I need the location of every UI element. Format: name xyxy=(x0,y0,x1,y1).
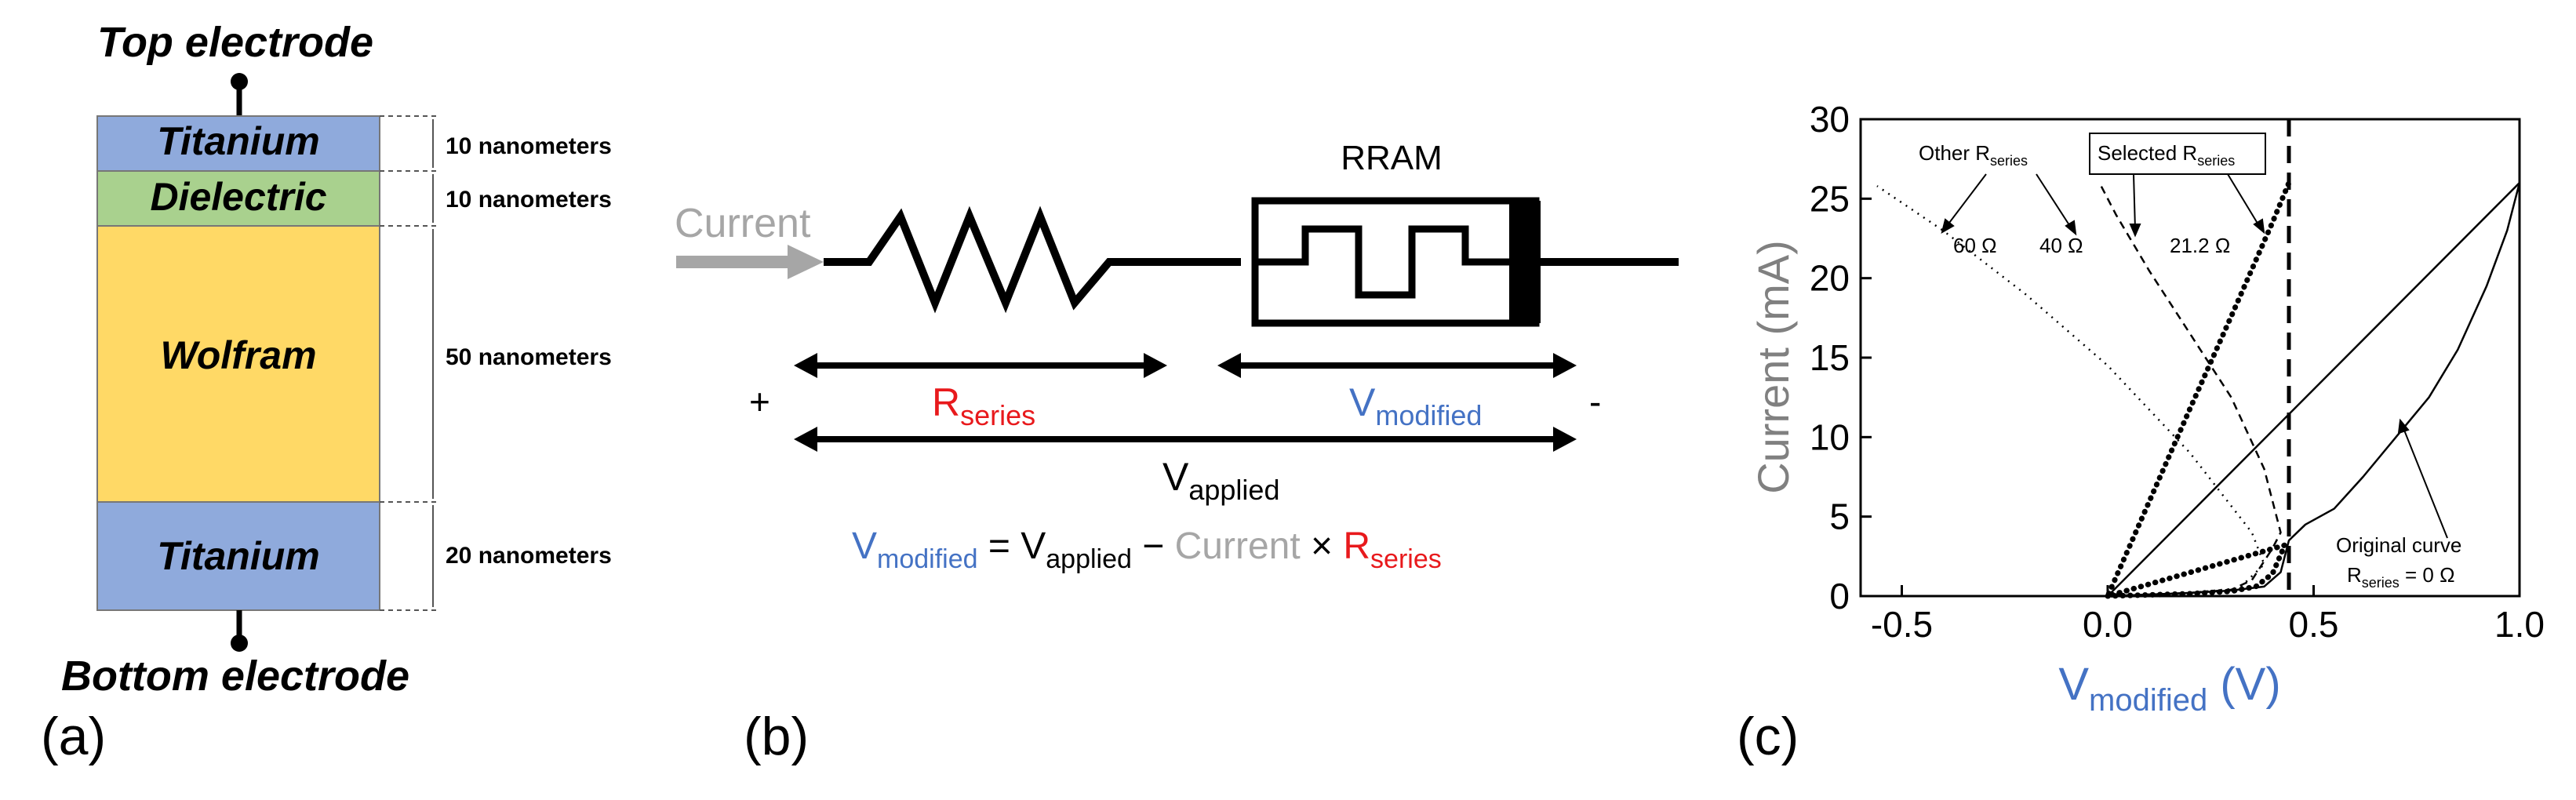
y-tick-label: 0 xyxy=(1829,576,1850,616)
x-tick-label: 0.0 xyxy=(2083,604,2133,645)
panel-label-a: (a) xyxy=(41,707,106,766)
layer-dielectric xyxy=(96,170,380,227)
panel-label-b: (b) xyxy=(744,707,809,766)
current-label: Current xyxy=(675,201,811,246)
layer-titanium-bottom xyxy=(96,501,380,611)
v-modified-arrow xyxy=(1217,353,1577,378)
minus-sign: - xyxy=(1589,381,1601,422)
thickness-3: 50 nanometers xyxy=(446,344,612,370)
x-tick-label: 1.0 xyxy=(2494,604,2545,645)
bottom-electrode-dot xyxy=(231,635,248,652)
panel-label-c: (c) xyxy=(1737,707,1799,766)
series-line-3 xyxy=(2098,182,2282,598)
current-arrow-head xyxy=(788,245,824,279)
panel-b: Current RRAM + - Rseries Vmodified Vap xyxy=(675,139,1679,766)
series-line-4 xyxy=(1876,185,2265,598)
original-rseries-label: Rseries = 0 Ω xyxy=(2347,563,2455,591)
dimension-guides xyxy=(380,115,439,611)
axis-ticks: 0 5 10 15 20 25 30 -0.5 0.0 0.5 1.0 xyxy=(1810,99,2545,645)
r60-label: 60 Ω xyxy=(1953,234,1997,257)
y-tick-label: 15 xyxy=(1810,337,1850,378)
other-rseries-label: Other Rseries xyxy=(1919,141,2028,169)
layer-dielectric-label: Dielectric xyxy=(150,175,326,219)
thickness-4: 20 nanometers xyxy=(446,543,612,569)
series-line-2 xyxy=(2105,180,2292,599)
plot-series xyxy=(1876,180,2521,599)
bottom-electrode-label: Bottom electrode xyxy=(61,653,409,700)
top-electrode-label: Top electrode xyxy=(97,19,373,66)
r40-label: 40 Ω xyxy=(2039,234,2083,257)
original-curve-label: Original curve xyxy=(2336,533,2461,557)
x-axis-label: Vmodified (V) xyxy=(2058,659,2280,718)
y-tick-label: 10 xyxy=(1810,416,1850,457)
annotation-arrows xyxy=(1941,173,2448,539)
thickness-2: 10 nanometers xyxy=(446,187,612,213)
rram-squarewave xyxy=(1255,225,1509,299)
r21-label: 21.2 Ω xyxy=(2170,234,2230,257)
y-tick-label: 20 xyxy=(1810,258,1850,299)
series-line-1 xyxy=(2107,182,2520,597)
v-modified-label: Vmodified xyxy=(1349,380,1482,431)
y-tick-label: 25 xyxy=(1810,178,1850,219)
layer-titanium-top-label: Titanium xyxy=(157,119,319,163)
thickness-1: 10 nanometers xyxy=(446,133,612,159)
y-tick-label: 30 xyxy=(1810,99,1850,140)
equation: Vmodified = Vapplied − Current × Rseries xyxy=(852,525,1442,574)
selected-rseries-label: Selected Rseries xyxy=(2098,141,2235,169)
panel-a: Top electrode Titanium Dielectric Wolfra… xyxy=(41,19,612,766)
rram-bar xyxy=(1509,201,1541,323)
y-axis-label: Current (mA) xyxy=(1748,240,1798,494)
x-tick-label: 0.5 xyxy=(2289,604,2339,645)
resistor-symbol xyxy=(824,205,1241,314)
r-series-arrow xyxy=(794,353,1167,378)
plot-frame xyxy=(1859,118,2521,598)
v-applied-label: Vapplied xyxy=(1162,455,1279,506)
plus-sign: + xyxy=(749,381,770,422)
top-electrode-dot xyxy=(231,73,248,90)
panel-c: Current (mA) Vmodified (V) 0 5 10 15 20 25 30 -… xyxy=(1737,99,2545,766)
r-series-label: Rseries xyxy=(932,380,1035,431)
v-applied-arrow xyxy=(794,427,1577,452)
layer-wolfram-label: Wolfram xyxy=(160,333,316,377)
x-tick-label: -0.5 xyxy=(1871,604,1933,645)
rram-label: RRAM xyxy=(1341,139,1443,177)
layer-titanium-bottom-label: Titanium xyxy=(157,534,319,578)
selected-rseries-box xyxy=(2089,133,2266,175)
y-tick-label: 5 xyxy=(1829,496,1850,537)
